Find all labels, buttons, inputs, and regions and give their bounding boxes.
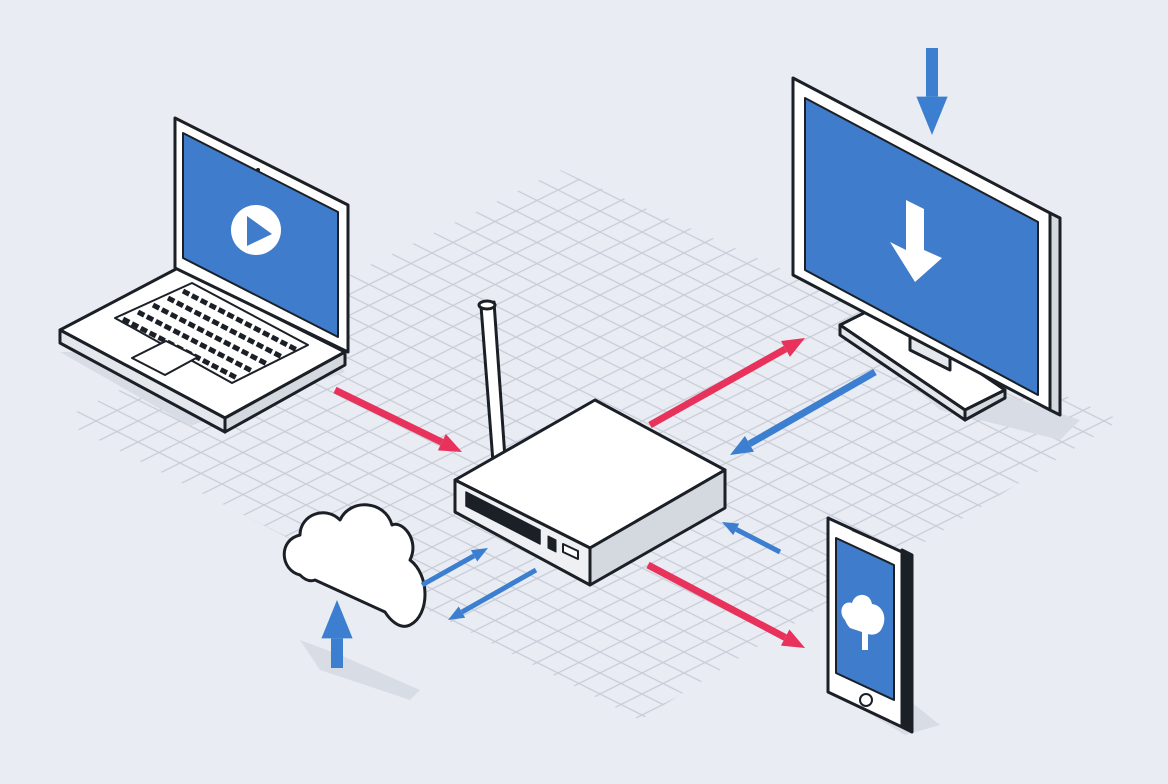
monitor <box>791 76 1062 422</box>
laptop-trackpad <box>131 340 199 376</box>
grid-line <box>1101 170 1120 720</box>
cloud-icon <box>282 503 427 628</box>
grid-line <box>60 170 855 720</box>
grid-line <box>387 170 1120 720</box>
arrow-down-near-monitor <box>916 48 948 135</box>
grid-line <box>60 170 939 720</box>
grid-line <box>1059 170 1120 720</box>
router-port-slot <box>465 491 541 545</box>
router-led-1 <box>547 535 557 553</box>
grid-line <box>345 170 1120 720</box>
grid-line <box>0 0 14 784</box>
cloud <box>282 503 427 628</box>
grid-line <box>0 0 14 784</box>
arrow-smartphone-to-router <box>722 522 782 555</box>
laptop-keys <box>121 288 299 381</box>
play-icon <box>231 205 281 255</box>
arrow-router-to-monitor <box>648 338 805 429</box>
smartphone <box>826 516 914 734</box>
grid-line <box>60 170 1107 720</box>
grid-line <box>60 170 603 720</box>
router-led-2 <box>562 543 579 560</box>
smartphone-home-button <box>859 693 873 707</box>
grid-line <box>60 170 99 720</box>
arrow-monitor-to-router <box>730 368 877 455</box>
grid-line <box>60 170 855 720</box>
arrow-router-to-cloud <box>448 567 538 620</box>
grid-line <box>60 170 813 720</box>
grid-line <box>60 170 99 720</box>
arrow-router-to-smartphone <box>646 561 805 648</box>
router <box>453 299 727 587</box>
arrow-up-near-cloud <box>321 600 353 668</box>
grid-line <box>1144 0 1168 784</box>
grid-line <box>0 0 56 784</box>
grid-line <box>60 170 603 720</box>
grid-line <box>1059 170 1120 720</box>
grid-line <box>60 170 141 720</box>
arrow-laptop-to-router <box>333 386 462 452</box>
download-arrow-icon <box>890 200 942 282</box>
arrow-cloud-to-router <box>420 548 488 588</box>
laptop <box>58 116 350 434</box>
grid-line <box>60 170 141 720</box>
cloud-download-icon <box>841 594 885 650</box>
flow-arrows <box>321 48 948 668</box>
grid-line <box>429 170 1120 720</box>
grid-line <box>1144 0 1168 784</box>
grid-line <box>1101 170 1120 720</box>
grid-line <box>0 0 56 784</box>
